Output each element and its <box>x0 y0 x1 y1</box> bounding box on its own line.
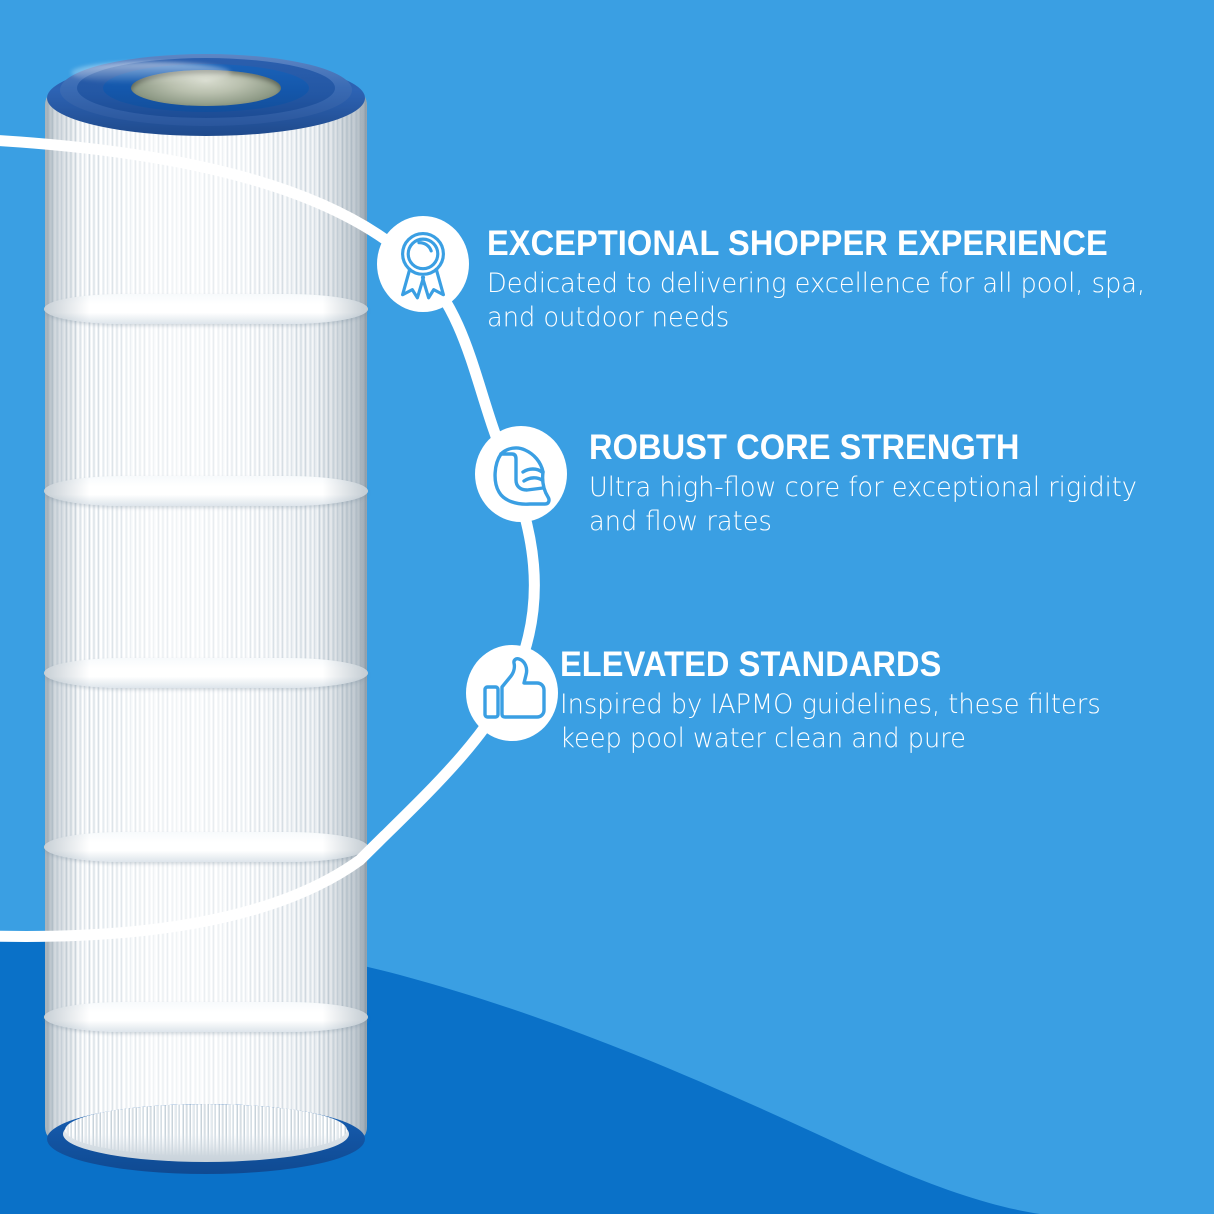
filter-band <box>44 294 368 324</box>
filter-band <box>44 832 368 862</box>
feature-badge-1 <box>377 216 469 312</box>
feature-badge-2 <box>475 426 567 522</box>
feature-heading-3: ELEVATED STANDARDS <box>560 645 942 684</box>
feature-heading-2: ROBUST CORE STRENGTH <box>589 428 1020 467</box>
feature-body-2-line2: and flow rates <box>589 505 772 537</box>
feature-block-2: ROBUST CORE STRENGTH Ultra high-flow cor… <box>589 428 1166 538</box>
feature-block-1: EXCEPTIONAL SHOPPER EXPERIENCE Dedicated… <box>487 224 1180 334</box>
feature-body-2-line1: Ultra high-flow core for exceptional rig… <box>589 472 1137 503</box>
award-ribbon-icon <box>401 231 445 300</box>
filter-band <box>44 476 368 506</box>
filter-band <box>44 658 368 688</box>
flexed-bicep-icon <box>493 446 551 506</box>
feature-body-1-line2: and outdoor needs <box>487 301 730 333</box>
thumbs-up-icon <box>483 657 546 719</box>
feature-badge-3 <box>466 645 558 741</box>
feature-block-3: ELEVATED STANDARDS Inspired by IAPMO gui… <box>560 645 1129 755</box>
filter-top-end-cap <box>47 52 365 144</box>
feature-body-3-line1: Inspired by IAPMO guidelines, these filt… <box>560 689 1101 720</box>
cap-highlight <box>71 62 231 84</box>
feature-body-3-line2: keep pool water clean and pure <box>560 722 966 754</box>
filter-band <box>44 1002 368 1032</box>
feature-heading-1: EXCEPTIONAL SHOPPER EXPERIENCE <box>487 224 1108 263</box>
feature-body-1-line1: Dedicated to delivering excellence for a… <box>487 268 1146 299</box>
filter-bottom-end-cap <box>47 1092 365 1178</box>
bottom-cap-pleats <box>65 1104 347 1156</box>
